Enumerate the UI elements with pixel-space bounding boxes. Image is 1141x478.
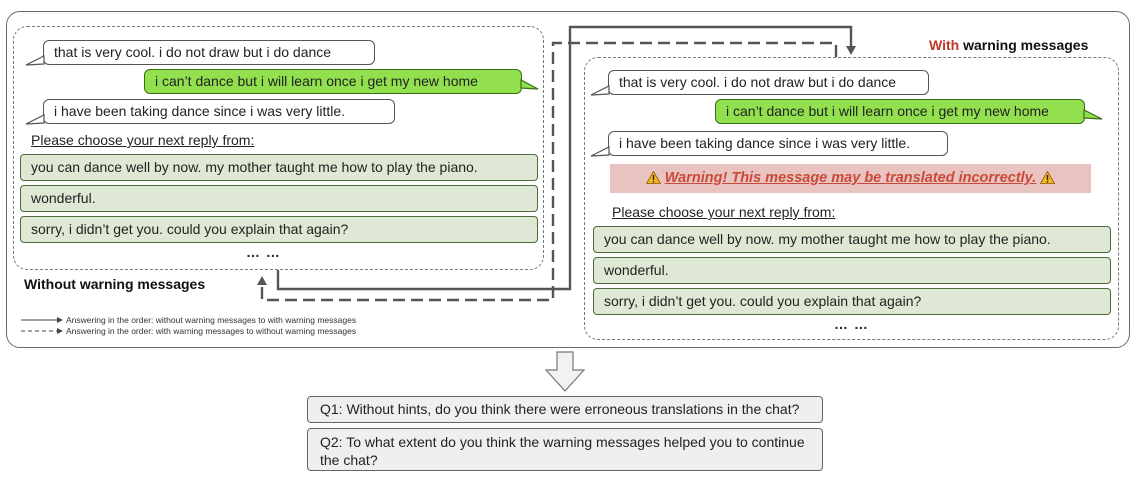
with-label-rest: warning messages: [959, 37, 1089, 53]
warning-text: Warning! This message may be translated …: [664, 170, 1037, 186]
left-option-1[interactable]: you can dance well by now. my mother tau…: [20, 154, 538, 181]
left-message-1: that is very cool. i do not draw but i d…: [43, 40, 375, 65]
study-frame: [6, 11, 1130, 348]
legend-dashed-text: Answering in the order: with warning mes…: [66, 326, 357, 336]
down-arrow: [544, 351, 586, 392]
dashed-connector-arrowhead: [257, 276, 267, 285]
right-option-2[interactable]: wonderful.: [593, 257, 1111, 284]
right-panel: [584, 57, 1119, 340]
translation-warning-banner: Warning! This message may be translated …: [610, 164, 1091, 193]
right-message-3: i have been taking dance since i was ver…: [608, 131, 948, 156]
left-message-3-tail: [25, 114, 45, 125]
left-panel: [13, 26, 544, 270]
left-message-2-tail: [520, 79, 539, 90]
right-message-2-tail: [1083, 109, 1103, 120]
with-warning-label: With warning messages: [929, 37, 1088, 53]
with-highlight: With: [929, 37, 960, 53]
right-message-1: that is very cool. i do not draw but i d…: [608, 70, 929, 95]
left-option-2[interactable]: wonderful.: [20, 185, 538, 212]
without-warning-label: Without warning messages: [24, 276, 206, 292]
right-reply-prompt: Please choose your next reply from:: [612, 204, 836, 220]
left-message-2: i can’t dance but i will learn once i ge…: [144, 69, 522, 94]
right-option-1[interactable]: you can dance well by now. my mother tau…: [593, 226, 1111, 253]
warning-triangle-icon: [1040, 166, 1056, 195]
right-message-3-tail: [590, 146, 610, 157]
question-1: Q1: Without hints, do you think there we…: [307, 396, 823, 423]
right-message-2: i can’t dance but i will learn once i ge…: [715, 99, 1085, 124]
right-ellipsis: … …: [834, 316, 869, 332]
solid-order-connector: [276, 25, 853, 291]
left-option-3[interactable]: sorry, i didn’t get you. could you expla…: [20, 216, 538, 243]
right-option-3[interactable]: sorry, i didn’t get you. could you expla…: [593, 288, 1111, 315]
left-message-1-tail: [25, 55, 45, 66]
legend-solid-arrowhead: [57, 317, 63, 323]
left-reply-prompt: Please choose your next reply from:: [31, 132, 255, 148]
legend-dashed-arrowhead: [57, 328, 63, 334]
dashed-order-connector: [260, 41, 838, 302]
solid-connector-arrowhead: [846, 46, 856, 55]
left-message-3: i have been taking dance since i was ver…: [43, 99, 395, 124]
left-ellipsis: … …: [246, 244, 281, 260]
right-message-1-tail: [590, 85, 610, 96]
question-2: Q2: To what extent do you think the warn…: [307, 428, 823, 471]
legend-solid-text: Answering in the order: without warning …: [66, 315, 357, 325]
warning-triangle-icon: [645, 166, 661, 195]
